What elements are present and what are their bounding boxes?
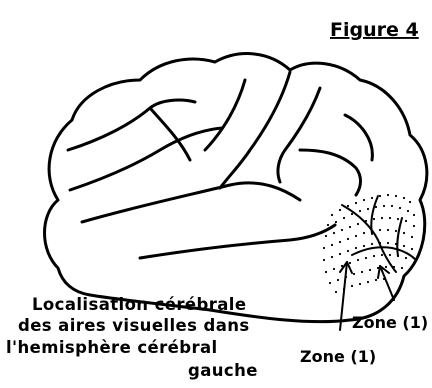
figure-title: Figure 4 [330,19,419,41]
frontal-sulcus-2 [70,128,222,190]
central-sulcus [220,72,290,188]
parietal-sulcus-1 [278,88,320,182]
occipital-sulcus-3 [371,196,378,234]
precentral-sulcus [205,80,245,150]
temporal-sulcus [140,225,335,258]
caption-line-2: des aires visuelles dans [18,316,250,335]
caption-line-1: Localisation cérébrale [32,295,246,314]
caption-line-4: gauche [188,361,258,380]
visual-area-stipple [323,194,415,293]
intraparietal-sulcus [300,150,361,195]
zone-label-right: Zone (1) [352,313,428,332]
caption-line-3: l'hemisphère cérébral [6,338,218,357]
parietal-sulcus-2 [345,115,372,160]
lateral-sulcus [82,183,300,222]
zone-label-left: Zone (1) [300,347,376,366]
brain-outline [45,54,427,322]
